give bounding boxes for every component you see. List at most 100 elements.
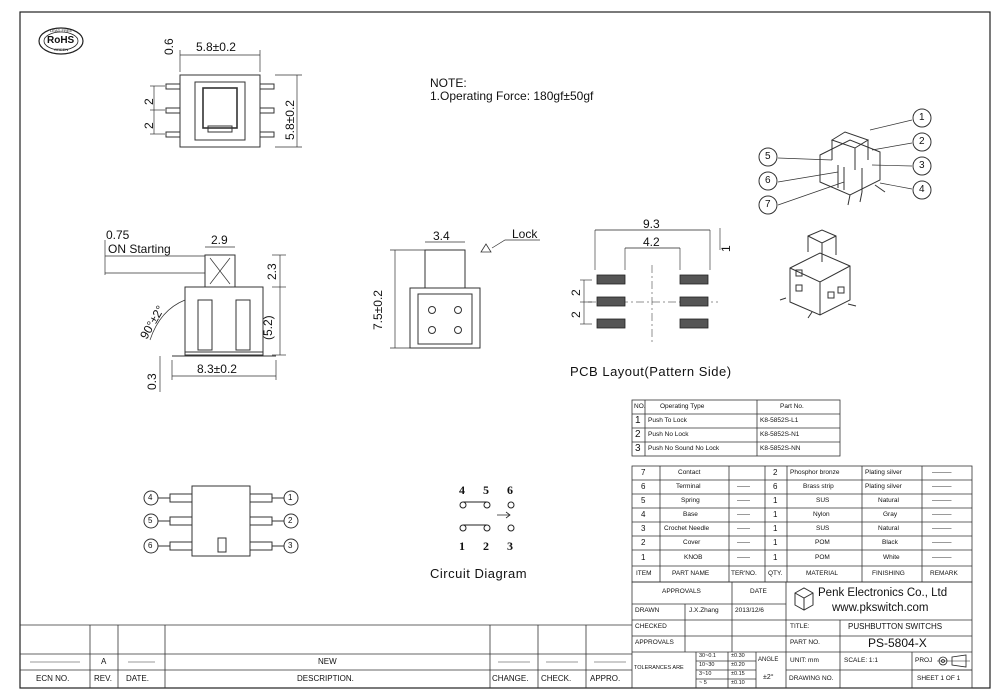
company-logo (794, 587, 814, 611)
tb-angle-value: ±2° (763, 674, 774, 681)
bom-remark: ——— (932, 539, 952, 546)
terminal-right-1: 1 (288, 493, 293, 502)
rohs-ring-top: LEAD FREE (50, 28, 73, 33)
rohs-label: RoHS (47, 35, 75, 46)
exploded-view (758, 108, 932, 215)
bom-part-name: Crochet Needle (664, 525, 710, 532)
bom-ter-no: —— (737, 554, 750, 561)
tb-drawn-date: 2013/12/6 (735, 607, 764, 614)
rohs-badge (38, 27, 84, 55)
terminal-left-5: 5 (148, 516, 153, 525)
rev-col-change: CHANGE. (492, 674, 529, 683)
rev-row-desc: NEW (318, 657, 337, 666)
bom-part-name: KNOB (684, 554, 703, 561)
bom-part-name: Cover (683, 539, 701, 546)
bom-item: 6 (641, 482, 646, 491)
top-pitch-a-dim: 2 (142, 98, 156, 105)
callout-6: 6 (765, 175, 771, 186)
bom-qty: 1 (773, 538, 778, 547)
tb-unit: UNIT: mm (790, 657, 819, 664)
bom-grid (631, 465, 973, 583)
bom-item: 3 (641, 524, 646, 533)
bom-ter-no: —— (737, 483, 750, 490)
tb-drawn-by: J.X.Zhang (689, 607, 719, 614)
bom-finishing: Black (882, 539, 898, 546)
bom-remark: ——— (932, 511, 952, 518)
pcb-layout (580, 228, 721, 345)
note-line-1: 1.Operating Force: 180gf±50gf (430, 89, 594, 103)
bom-material: POM (815, 554, 830, 561)
rev-col-ecn: ECN NO. (36, 674, 70, 683)
circuit-top-4: 4 (459, 483, 465, 497)
callout-1: 1 (919, 112, 925, 123)
callout-7: 7 (765, 199, 771, 210)
bom-col-ter-no: TER'NO. (731, 570, 757, 577)
part-row-1-partno: K8-5852S-L1 (760, 417, 799, 424)
part-row-1-no: 1 (635, 415, 641, 426)
sheet-border (19, 11, 991, 689)
tb-website: www.pkswitch.com (832, 602, 929, 614)
bom-ter-no: —— (737, 525, 750, 532)
proj-symbol (937, 654, 970, 668)
bom-col-qty: QTY. (768, 570, 783, 577)
part-row-2-no: 2 (635, 429, 641, 440)
bom-col-finishing: FINISHING (872, 570, 905, 577)
bom-remark: ——— (932, 554, 952, 561)
bom-item: 7 (641, 468, 646, 477)
terminal-right-2: 2 (288, 516, 293, 525)
part-row-3-type: Push No Sound No Lock (648, 445, 720, 452)
top-gap-dim: 0.6 (162, 38, 176, 55)
bom-material: Brass strip (803, 483, 834, 490)
top-height-dim: 5.8±0.2 (283, 100, 297, 140)
rev-col-date: DATE. (126, 674, 149, 683)
bom-material: SUS (816, 525, 830, 532)
front-height-dim: 7.5±0.2 (371, 290, 385, 330)
terminal-left-4: 4 (148, 493, 153, 502)
top-view (150, 50, 302, 148)
bom-finishing: White (883, 554, 900, 561)
circuit-symbol (459, 501, 515, 532)
tb-tol-range-3: 3~10 (699, 671, 712, 677)
note-title: NOTE: (430, 76, 467, 90)
bom-ter-no: —— (737, 497, 750, 504)
part-row-2-type: Push No Lock (648, 431, 689, 438)
bom-qty: 1 (773, 496, 778, 505)
side-width-dim: 8.3±0.2 (197, 362, 237, 376)
terminal-left-6: 6 (148, 541, 153, 550)
rev-row-rev: A (101, 657, 107, 666)
pcb-pads (596, 274, 709, 329)
tb-tol-range-1: 30~0.1 (699, 653, 716, 659)
bom-finishing: Natural (878, 497, 899, 504)
tb-proj: PROJ (915, 657, 933, 664)
bom-finishing: Gray (883, 511, 898, 518)
tb-sheet: SHEET 1 OF 1 (917, 675, 961, 682)
rev-col-rev: REV. (94, 674, 112, 683)
bom-ter-no: —— (737, 539, 750, 546)
top-width-dim: 5.8±0.2 (196, 40, 236, 54)
pcb-pad-height-dim: 1 (719, 245, 733, 252)
bom-material: SUS (816, 497, 830, 504)
rohs-ring-bottom: GREEN (54, 47, 69, 52)
callout-2: 2 (919, 136, 925, 147)
part-row-1-type: Push To Lock (648, 417, 687, 424)
tb-tol-range-2: 10~30 (699, 662, 715, 668)
side-stroke-dim: 0.75 (106, 228, 130, 242)
part-table-grid (631, 399, 841, 457)
tb-title-label: TITLE: (790, 623, 810, 630)
bom-item: 4 (641, 510, 646, 519)
circuit-bottom-2: 2 (483, 539, 489, 553)
on-starting-label: ON Starting (108, 242, 171, 256)
side-body-height-dim: (5.2) (261, 315, 275, 340)
bom-qty: 6 (773, 482, 778, 491)
bom-item: 5 (641, 496, 646, 505)
bom-item: 1 (641, 553, 646, 562)
bom-finishing: Natural (878, 525, 899, 532)
bom-qty: 1 (773, 553, 778, 562)
bom-col-part-name: PART NAME (672, 570, 710, 577)
part-col-type: Operating Type (660, 403, 705, 410)
tb-tol-value-1: ±0.30 (731, 653, 745, 659)
pcb-outer-dim: 9.3 (643, 217, 660, 231)
tb-company: Penk Electronics Co., Ltd (818, 587, 948, 599)
callout-4: 4 (919, 184, 925, 195)
callout-5: 5 (765, 151, 771, 162)
